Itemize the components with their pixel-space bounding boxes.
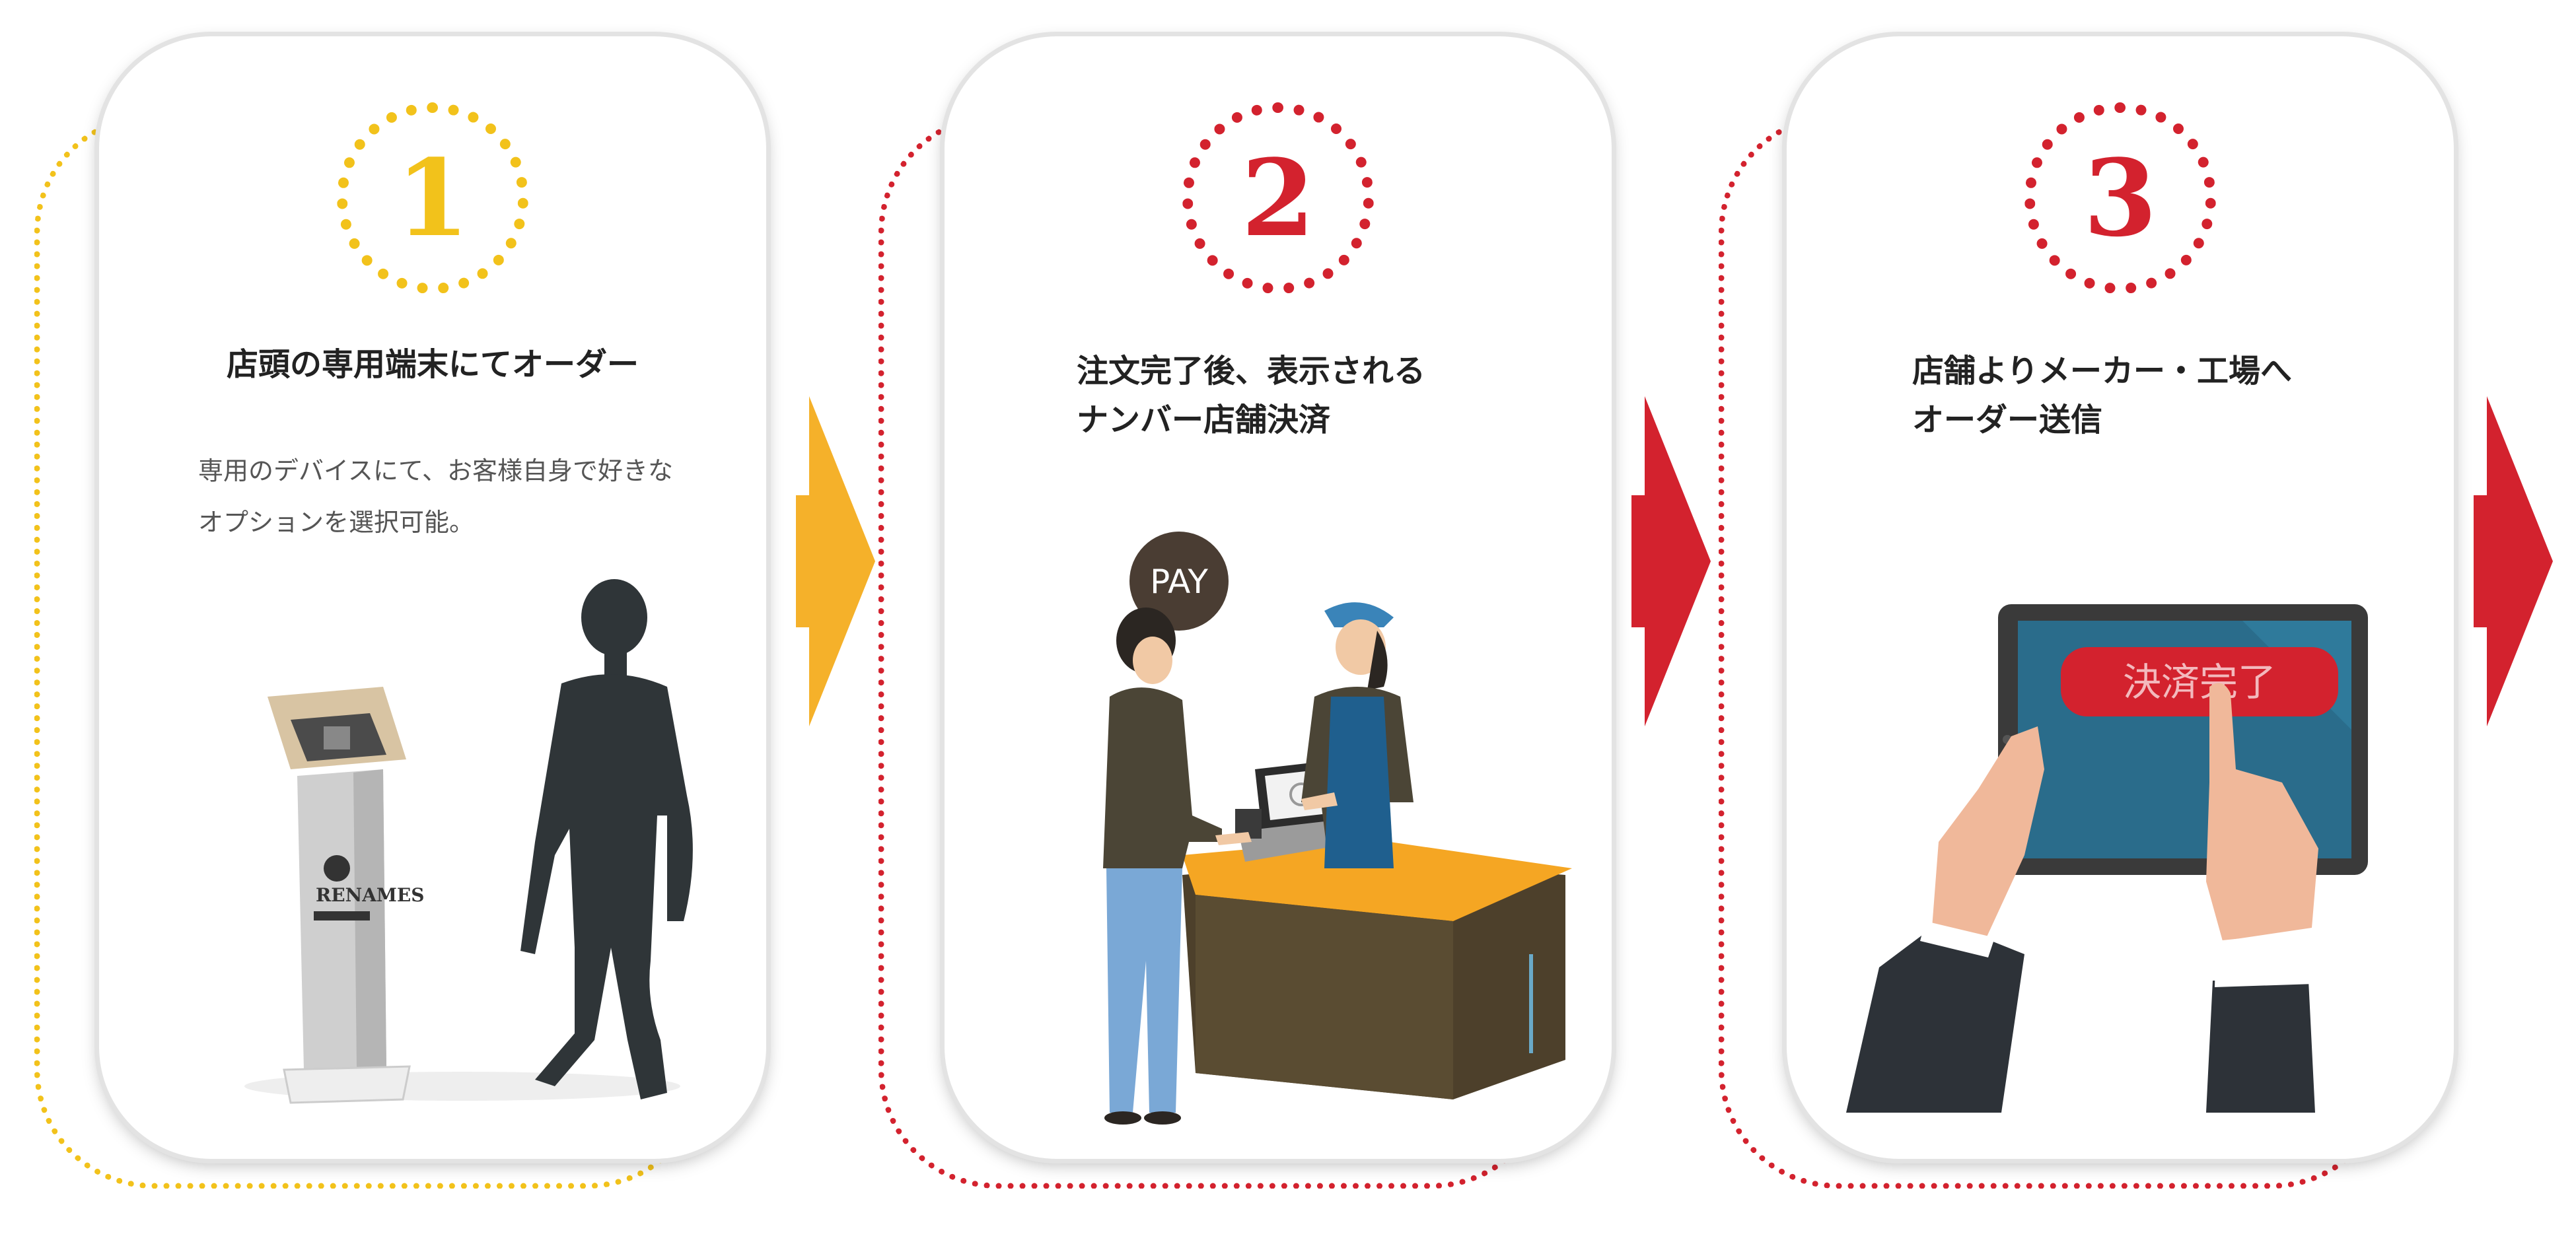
left-hand [1846,726,2044,1113]
step2-number-badge: 2 [1182,102,1374,294]
step2-title: 注文完了後、表示される ナンバー店舗決済 [1077,347,1585,445]
step3-number: 3 [2083,136,2157,260]
kiosk-stand: RENAMES [268,687,425,1104]
step2-number: 2 [1241,136,1315,260]
tablet-device [1998,604,2368,875]
step1-number-badge: 1 [337,102,528,294]
flow-arrow-1 [796,396,875,726]
right-hand [2206,683,2318,1113]
step2-title-line2: ナンバー店舗決済 [1077,401,1331,439]
step3-number-badge: 3 [2024,102,2216,294]
customer-silhouette [520,579,693,1099]
payment-complete-button: 決済完了 [2061,647,2338,716]
step2-title-line1: 注文完了後、表示される [1077,353,1426,390]
step1-number: 1 [396,136,470,260]
customer-figure [1103,608,1252,1125]
step1-desc-line2: オプションを選択可能。 [198,507,475,537]
staff-figure [1301,602,1413,868]
pay-bubble-text: PAY [1150,563,1208,601]
flow-arrow-3 [2474,396,2553,726]
kiosk-customer-illustration: RENAMES [244,579,693,1104]
step3-title-line1: 店舗よりメーカー・工場へ [1912,353,2293,390]
step2-card: 2 注文完了後、表示される ナンバー店舗決済 PAY [945,36,1612,1159]
step1-title: 店頭の専用端末にてオーダー [99,340,766,389]
step1-title-line: 店頭の専用端末にてオーダー [226,346,639,383]
step1-desc-line1: 専用のデバイスにて、お客様自身で好きな [198,456,673,485]
shop-counter [1182,839,1572,1099]
step1-description: 専用のデバイスにて、お客様自身で好きな オプションを選択可能。 [198,446,700,549]
flow-arrow-2 [1631,396,1711,726]
step1-card: 1 店頭の専用端末にてオーダー 専用のデバイスにて、お客様自身で好きな オプショ… [99,36,766,1159]
step3-title: 店舗よりメーカー・工場へ オーダー送信 [1912,347,2427,445]
counter-payment-illustration: PAY [1103,532,1572,1125]
step3-card: 3 店舗よりメーカー・工場へ オーダー送信 決済完了 [1787,36,2454,1159]
tablet-hands-illustration: 決済完了 [1846,604,2368,1113]
payment-complete-label: 決済完了 [2123,660,2276,705]
kiosk-brand-text: RENAMES [316,884,425,906]
step3-title-line2: オーダー送信 [1912,401,2103,439]
